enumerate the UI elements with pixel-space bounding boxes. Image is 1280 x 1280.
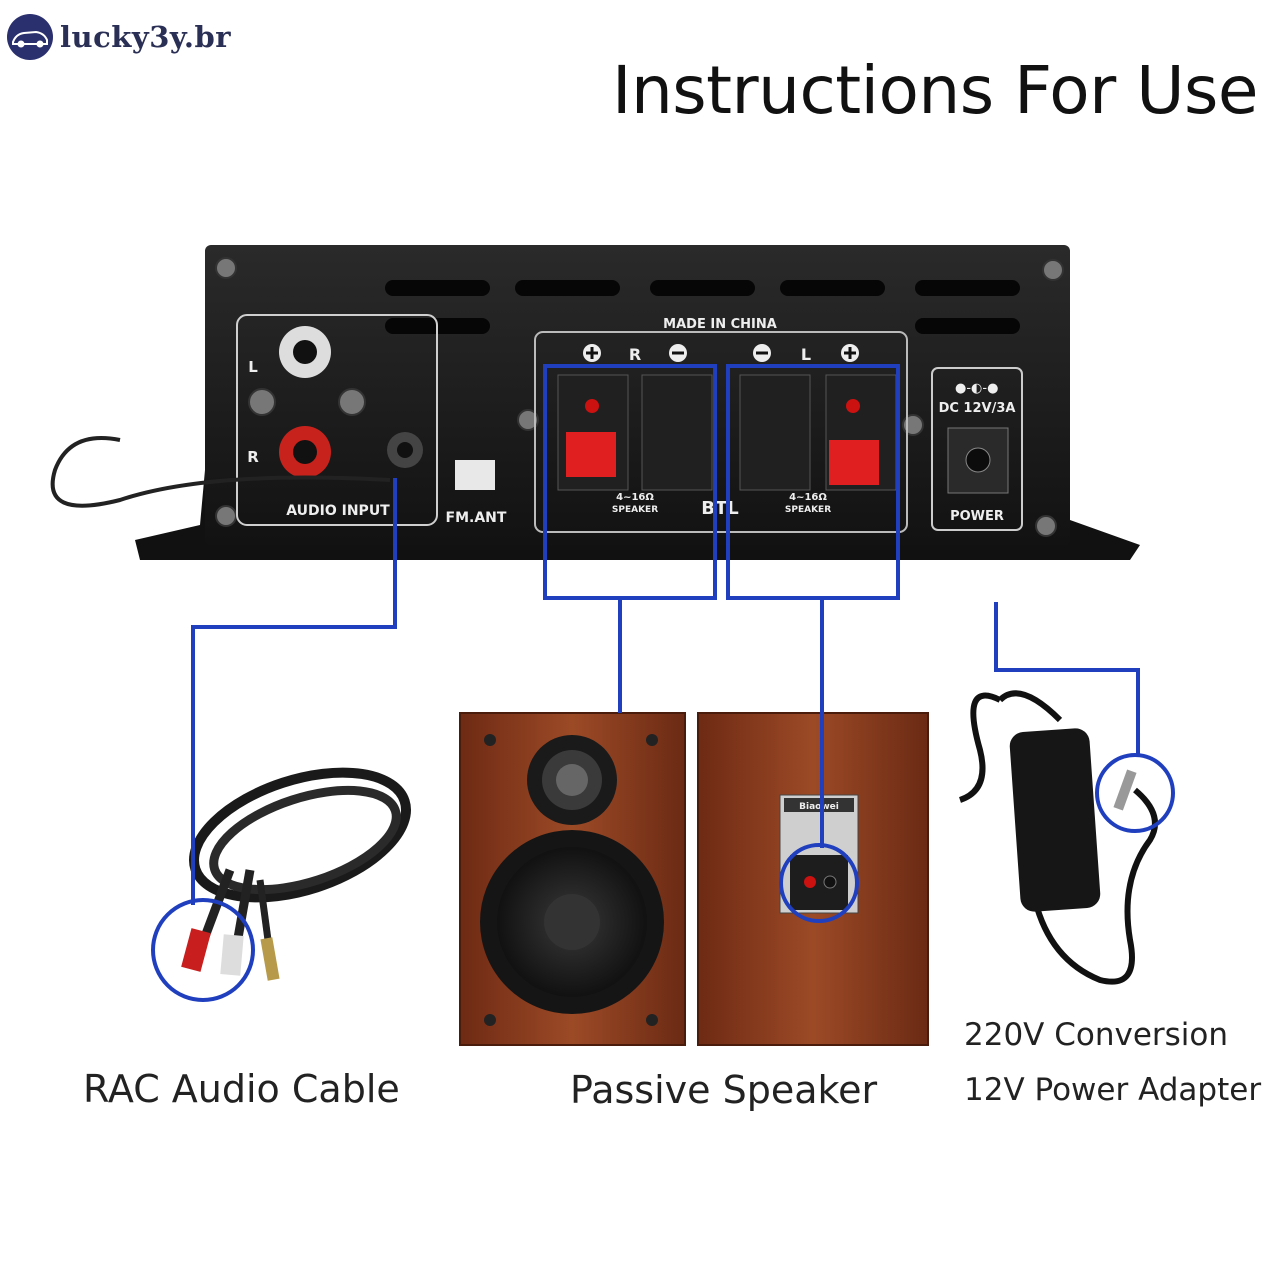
- svg-text:●-◐-●: ●-◐-●: [955, 381, 998, 396]
- input-l-label: L: [248, 358, 258, 376]
- adapter-brick: [1009, 728, 1101, 912]
- power-label: POWER: [950, 509, 1004, 524]
- speaker-terminal-highlight-left: [726, 364, 900, 600]
- audio-cable-label: RAC Audio Cable: [83, 1067, 400, 1111]
- aux-plug-icon: [260, 937, 280, 981]
- rca-cable: [181, 767, 411, 981]
- impedance-label-left: 4~16Ω: [789, 492, 827, 503]
- passive-speaker-label: Passive Speaker: [570, 1068, 878, 1112]
- rca-plug-white-icon: [220, 934, 244, 976]
- watermark: lucky3y.br: [6, 12, 231, 62]
- rca-plug-highlight-circle: [151, 898, 255, 1002]
- screw-icon: [215, 257, 1064, 537]
- power-line: [994, 602, 1140, 755]
- input-wire: [50, 436, 391, 508]
- impedance-label-right: 4~16Ω: [616, 492, 654, 503]
- speaker-front: [459, 712, 686, 1046]
- audio-input-label: AUDIO INPUT: [286, 503, 390, 519]
- adapter-label-line1: 220V Conversion: [964, 1017, 1229, 1053]
- input-r-label: R: [247, 448, 259, 466]
- made-in-label: MADE IN CHINA: [663, 317, 777, 332]
- fm-antenna-connector-icon: [455, 460, 495, 490]
- speaker-label-left: SPEAKER: [785, 505, 831, 515]
- page-title: Instructions For Use: [611, 52, 1259, 129]
- adapter-label-line2: 12V Power Adapter: [964, 1072, 1262, 1108]
- connection-lines: [151, 364, 1175, 1002]
- speaker-brand-badge: Biaowei: [799, 802, 839, 812]
- speaker-terminal-highlight-right: [543, 364, 717, 600]
- dc-plug-icon: [1113, 769, 1137, 811]
- speaker-label-right: SPEAKER: [612, 505, 658, 515]
- car-logo-icon: [7, 14, 53, 60]
- audio-cable-line: [191, 478, 397, 905]
- speaker-terminal-highlight-circle: [779, 843, 859, 923]
- channel-r-label: R: [629, 345, 641, 364]
- fm-ant-label: FM.ANT: [446, 510, 507, 526]
- power-adapter: [958, 690, 1158, 985]
- watermark-text: lucky3y.br: [60, 20, 232, 54]
- dc-rating-label: DC 12V/3A: [939, 401, 1016, 416]
- channel-l-label: L: [801, 345, 811, 364]
- amplifier: ●-◐-● MADE IN CHINA R L L R AUDIO INPUT …: [135, 245, 1140, 560]
- speaker-terminals: [557, 374, 897, 491]
- audio-input-panel: [236, 314, 438, 526]
- speaker-back: Biaowei: [697, 712, 929, 1046]
- btl-label: BTL: [701, 498, 738, 519]
- dc-plug-highlight-circle: [1095, 753, 1175, 833]
- rca-plug-red-icon: [181, 928, 211, 972]
